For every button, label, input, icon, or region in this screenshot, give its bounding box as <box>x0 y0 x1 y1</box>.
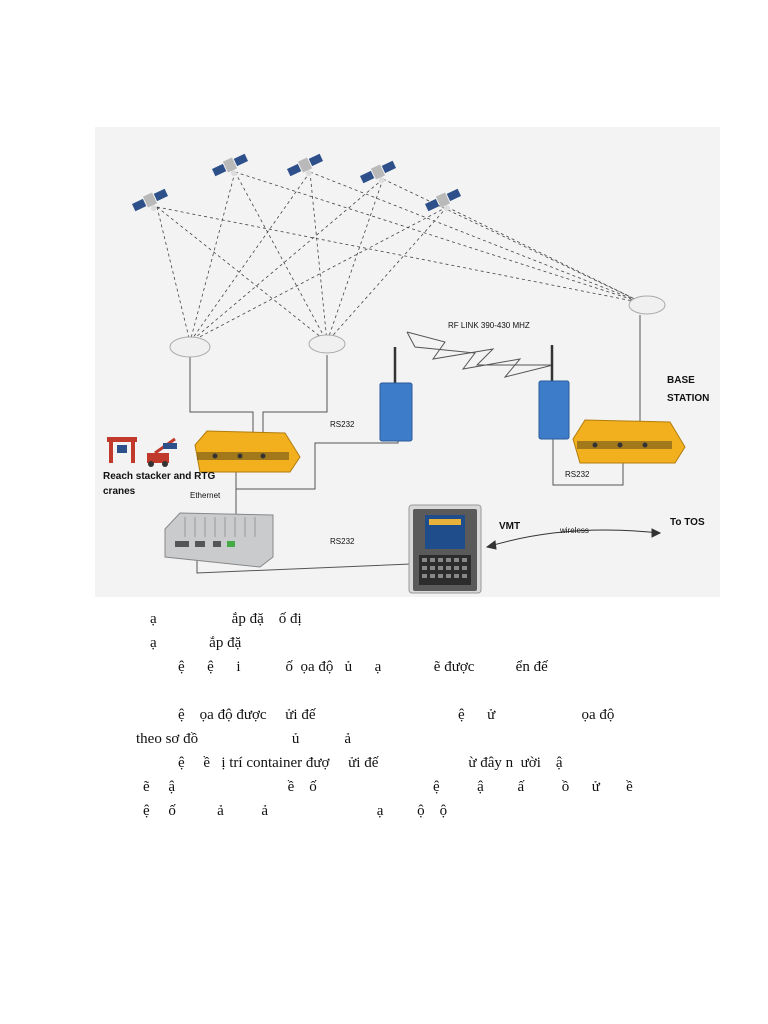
industrial-pc-icon <box>164 512 274 568</box>
to-tos-label: To TOS <box>670 517 705 528</box>
base-station-label: STATION <box>667 393 710 404</box>
vmt-label: VMT <box>499 521 521 532</box>
rf-link-label: RF LINK 390-430 MHZ <box>448 321 530 330</box>
diagram-graphics <box>107 153 686 594</box>
rtg-crane-icon <box>107 437 137 463</box>
rs232-label: RS232 <box>565 470 590 479</box>
satellite-icon <box>424 188 462 212</box>
gps-antenna-icon <box>628 295 666 315</box>
crane-label: cranes <box>103 486 136 497</box>
gps-receiver-icon <box>572 419 686 464</box>
reach-stacker-icon <box>147 437 177 467</box>
wireless-label: wireless <box>560 526 589 535</box>
rs232-label: RS232 <box>330 537 355 546</box>
vmt-terminal-icon <box>408 504 482 594</box>
text-line: ạ ắp đặ <box>150 635 242 651</box>
radio-modem-icon <box>538 345 570 440</box>
cables <box>189 315 641 574</box>
ethernet-label: Ethernet <box>190 491 221 500</box>
crane-label: Reach stacker and RTG <box>103 471 216 482</box>
base-station-label: BASE <box>667 375 695 386</box>
gps-system-diagram: RF LINK 390-430 MHZ BASE STATION RS232 R… <box>95 127 720 597</box>
satellite-links <box>156 171 644 343</box>
satellite-icon <box>359 160 397 184</box>
radio-modem-icon <box>379 347 413 442</box>
satellite-icon <box>131 188 169 212</box>
text-line: ệ ọa độ được ửi đế ệ ử ọa độ <box>178 707 615 723</box>
gps-antenna-icon <box>308 334 346 354</box>
gps-receiver-icon <box>194 430 301 473</box>
rs232-label: RS232 <box>330 420 355 429</box>
satellite-icon <box>286 153 324 177</box>
text-line: ệ ề ị trí container đượ ửi đế ừ đây n ườ… <box>178 755 563 771</box>
satellite-icon <box>211 153 249 177</box>
gps-antenna-icon <box>169 336 211 358</box>
text-line: ẽ ậ ề ố ệ ậ ấ ồ ử ề <box>143 779 633 795</box>
wireless-arrow <box>485 528 662 550</box>
rf-link-bolt <box>406 331 554 378</box>
text-line: ạ ắp đặ ố đị <box>150 611 302 627</box>
text-line: theo sơ đồ ủ ả <box>136 731 352 747</box>
text-line: ệ ố ả ả ạ ộ ộ <box>143 803 448 819</box>
text-line: ệ ệ i ố ọa độ ủ ạ ẽ được ển đế <box>178 659 548 675</box>
